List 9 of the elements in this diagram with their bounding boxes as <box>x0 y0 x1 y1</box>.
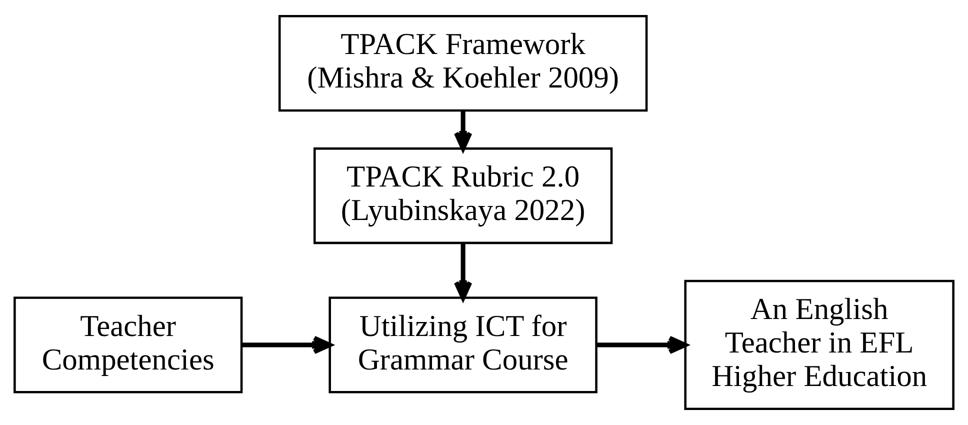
arrow <box>596 336 688 354</box>
node-box: An English Teacher in EFL Higher Education <box>684 280 954 410</box>
node-box: TPACK Framework (Mishra & Koehler 2009) <box>278 14 648 112</box>
arrow <box>242 336 332 354</box>
node-box: TPACK Rubric 2.0 (Lyubinskaya 2022) <box>313 147 613 244</box>
node-box: Utilizing ICT for Grammar Course <box>328 296 598 394</box>
arrow <box>454 243 472 300</box>
node-box: Teacher Competencies <box>14 296 243 394</box>
arrow <box>454 110 472 151</box>
